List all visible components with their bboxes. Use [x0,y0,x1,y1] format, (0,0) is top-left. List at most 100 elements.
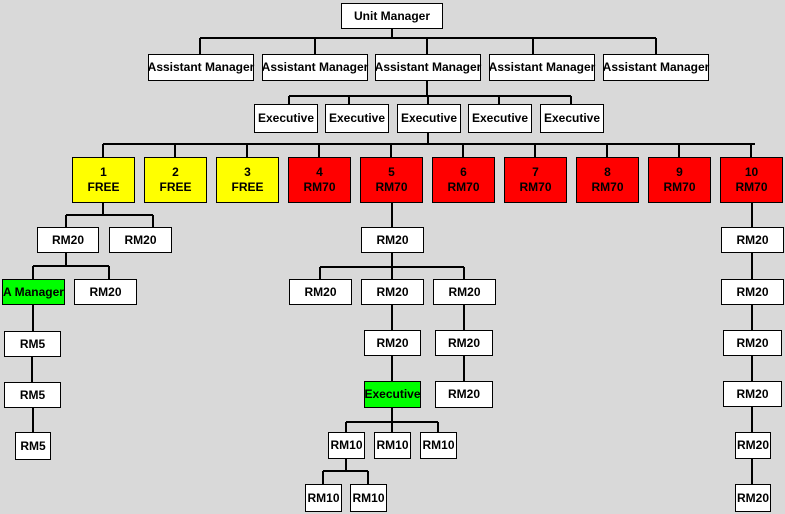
rm20-node: RM20 [721,227,784,253]
rm20-node: RM20 [721,279,784,305]
executive-node: Executive [468,104,532,133]
node-label: RM20 [736,386,769,401]
node-label: Assistant Manager [374,60,482,74]
rm10-node: RM10 [350,484,387,512]
node-label: RM20 [51,232,84,247]
node-label: Assistant Manager [147,60,255,74]
slot-amount: FREE [87,180,120,194]
node-label: RM5 [19,336,46,351]
executive-node: Executive [325,104,389,133]
slot-number: 1 [100,165,107,179]
node-label: RM20 [304,284,337,299]
node-label: Executive [328,111,386,125]
node-label: Executive [257,111,315,125]
slot-amount: RM70 [447,180,480,194]
node-label: Assistant Manager [488,60,596,74]
rm5-node: RM5 [15,432,51,460]
node-label: Executive [400,111,458,125]
slot-amount: RM70 [303,180,336,194]
rm20-node: RM20 [361,279,424,305]
rm5-node: RM5 [4,382,61,408]
slot-number: 7 [532,165,539,179]
node-label: RM5 [20,438,46,453]
node-label: RM20 [376,232,409,247]
rm10-node: RM10 [328,432,365,459]
node-label: RM10 [352,490,385,505]
rm10-node: RM10 [374,432,411,459]
node-label: Executive [471,111,529,125]
rm20-node: RM20 [435,330,493,356]
slot-amount: RM70 [735,180,768,194]
node-label: RM20 [736,335,769,350]
rm20-node: RM20 [289,279,352,305]
unit-manager-node: Unit Manager [341,3,443,29]
rm20-node: RM20 [735,432,771,459]
assistant-manager-node: Assistant Manager [489,54,595,81]
assistant-manager-node: Assistant Manager [148,54,254,81]
node-label: RM20 [89,284,122,299]
slot-number: 5 [388,165,395,179]
slot-number: 10 [744,165,759,179]
assistant-manager-node: Assistant Manager [375,54,481,81]
slot-number: 4 [316,165,323,179]
executive-node: Executive [540,104,604,133]
rm20-node: RM20 [723,330,782,356]
rm10-node: RM10 [305,484,342,512]
slot-amount: FREE [159,180,192,194]
slot-amount: RM70 [591,180,624,194]
rm5-node: RM5 [4,331,61,357]
executive-node-highlight: Executive [364,381,421,408]
slot-number: 2 [172,165,179,179]
rm20-node: RM20 [723,381,782,407]
rm20-node: RM20 [735,484,771,512]
node-label: RM20 [736,490,769,505]
rm20-node: RM20 [433,279,496,305]
rm10-node: RM10 [420,432,457,459]
slot-amount: RM70 [519,180,552,194]
assistant-manager-node: Assistant Manager [262,54,368,81]
node-label: RM20 [447,387,480,401]
node-label: Executive [543,111,601,125]
rm20-node: RM20 [435,381,493,408]
a-manager-node: A Manager [2,279,65,305]
rm20-node: RM20 [74,279,137,305]
rm20-node: RM20 [361,227,424,253]
node-label: RM10 [307,490,340,505]
node-label: RM20 [736,232,769,247]
rm20-node: RM20 [109,227,172,253]
node-label: RM10 [330,438,363,452]
slot-number: 3 [244,165,251,179]
node-label: RM20 [736,284,769,299]
node-label: RM20 [376,284,409,299]
rm20-node: RM20 [37,227,99,253]
node-label: RM20 [124,232,157,247]
slot-number: 8 [604,165,611,179]
executive-node: Executive [397,104,461,133]
slot-amount: FREE [231,180,264,194]
node-label: RM20 [736,438,769,452]
node-label: RM20 [376,335,409,350]
node-label: A Manager [3,284,64,299]
executive-node: Executive [254,104,318,133]
rm20-node: RM20 [364,330,421,356]
slot-number: 6 [460,165,467,179]
node-label: Assistant Manager [602,60,710,74]
slot-number: 9 [676,165,683,179]
slot-amount: RM70 [375,180,408,194]
assistant-manager-node: Assistant Manager [603,54,709,81]
node-label: Executive [364,387,421,401]
slot-amount: RM70 [663,180,696,194]
node-label: Assistant Manager [261,60,369,74]
node-label: RM20 [447,335,480,350]
node-label: Unit Manager [353,8,430,23]
